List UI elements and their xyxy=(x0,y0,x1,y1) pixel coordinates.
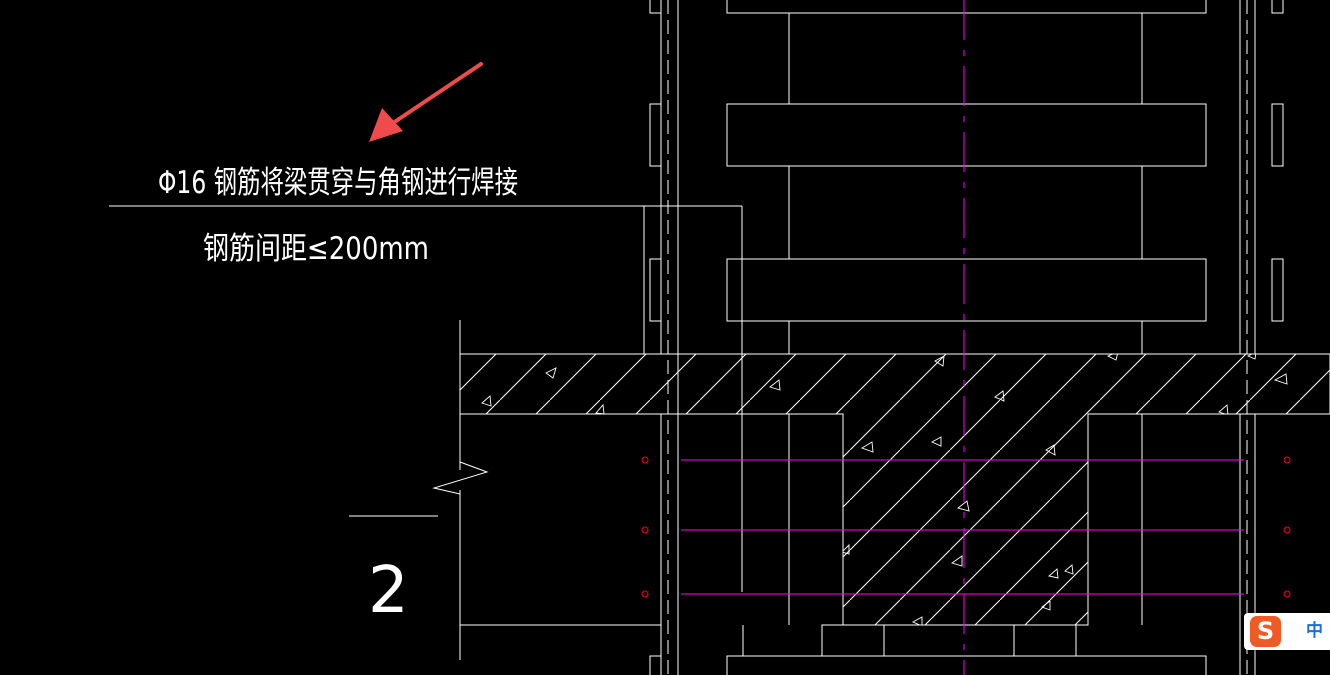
through-rebars xyxy=(681,459,1244,595)
concrete-section xyxy=(459,353,1330,626)
annotation-spacing-text: 钢筋间距≤200mm xyxy=(203,231,429,267)
steel-details xyxy=(109,0,1284,675)
callout-arrow xyxy=(369,62,483,142)
annotation-rebar-text: Φ16 钢筋将梁贯穿与角钢进行焊接 xyxy=(158,165,518,201)
aggregate-marks xyxy=(481,354,1288,625)
ime-status-badge[interactable]: S 中 xyxy=(1244,613,1330,650)
rebar-dots xyxy=(641,456,1291,598)
sogou-logo-icon: S xyxy=(1250,616,1281,647)
hidden-lines xyxy=(667,0,1248,675)
ime-mode-label: 中 xyxy=(1306,621,1323,641)
section-mark-number: 2 xyxy=(368,554,409,628)
